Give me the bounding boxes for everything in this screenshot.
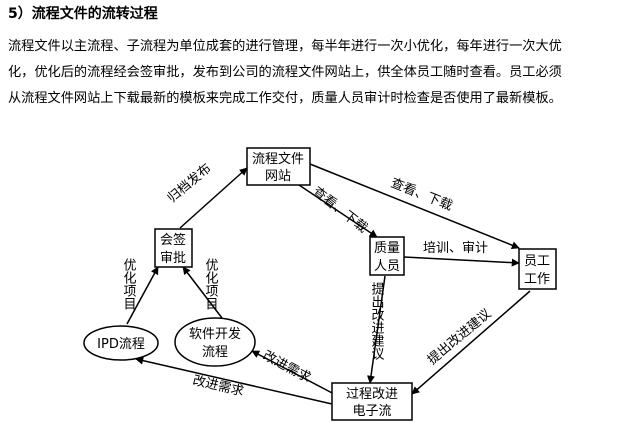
edge-label-propose-staff: 提出改进建议 (424, 306, 494, 368)
node-label: 审批 (160, 251, 186, 266)
edge-label-optimize-ipd: 优化项目 (121, 258, 137, 310)
section-heading: 5）流程文件的流转过程 (8, 6, 158, 22)
edge-label-needs-software: 改进需求 (260, 348, 313, 386)
node-label: 会签 (160, 232, 186, 248)
node-software: 软件开发 流程 (174, 317, 256, 367)
node-improve: 过程改进 电子流 (331, 382, 413, 421)
arrow-software-to-countersign (182, 266, 223, 319)
arrow-staff-to-improve (411, 290, 531, 395)
node-staff: 员工 工作 (518, 248, 557, 290)
node-label: 网站 (265, 169, 291, 184)
node-label: 过程改进 (346, 387, 398, 402)
node-label: IPD流程 (97, 337, 145, 352)
paragraph-line: 流程文件以主流程、子流程为单位成套的进行管理，每半年进行一次小优化，每年进行一次… (8, 39, 562, 54)
edge-label-optimize-sw: 优化项目 (203, 258, 219, 310)
edge-label-view-download-mid: 查看、下载 (310, 184, 371, 237)
node-label: 质量 (374, 241, 400, 256)
arrow-improve-to-software (251, 350, 337, 396)
node-countersign: 会签 审批 (154, 228, 193, 268)
arrow-website-to-quality (295, 182, 378, 238)
node-label: 电子流 (352, 404, 391, 419)
node-label: 工作 (524, 272, 550, 287)
arrow-countersign-to-website (179, 167, 248, 229)
edge-label-archive-publish: 归档发布 (164, 160, 214, 206)
paragraph-line: 化，优化后的流程经会签审批，发布到公司的流程文件网站上，供全体员工随时查看。员工… (8, 65, 562, 80)
description-paragraph: 流程文件以主流程、子流程为单位成套的进行管理，每半年进行一次小优化，每年进行一次… (8, 34, 632, 112)
node-label: 人员 (374, 259, 400, 274)
node-label: 员工 (524, 254, 550, 269)
arrow-ipd-to-countersign (126, 266, 159, 325)
node-label: 流程 (202, 345, 228, 360)
arrow-improve-to-ipd (135, 356, 333, 405)
edge-label-propose-quality: 提出改进建议 (369, 281, 385, 361)
edge-label-train-audit: 培训、审计 (423, 240, 488, 256)
node-website: 流程文件 网站 (246, 147, 311, 186)
arrow-quality-to-improve (367, 275, 386, 384)
arrow-quality-to-staff (403, 256, 520, 267)
node-ipd: IPD流程 (83, 325, 159, 361)
node-label: 软件开发 (189, 326, 241, 342)
node-label: 流程文件 (252, 152, 304, 167)
paragraph-line: 从流程文件网站上下载最新的模板来完成工作交付，质量人员审计时检查是否使用了最新模… (8, 91, 562, 106)
arrow-website-to-staff (309, 163, 520, 250)
node-quality: 质量 人员 (369, 236, 405, 276)
